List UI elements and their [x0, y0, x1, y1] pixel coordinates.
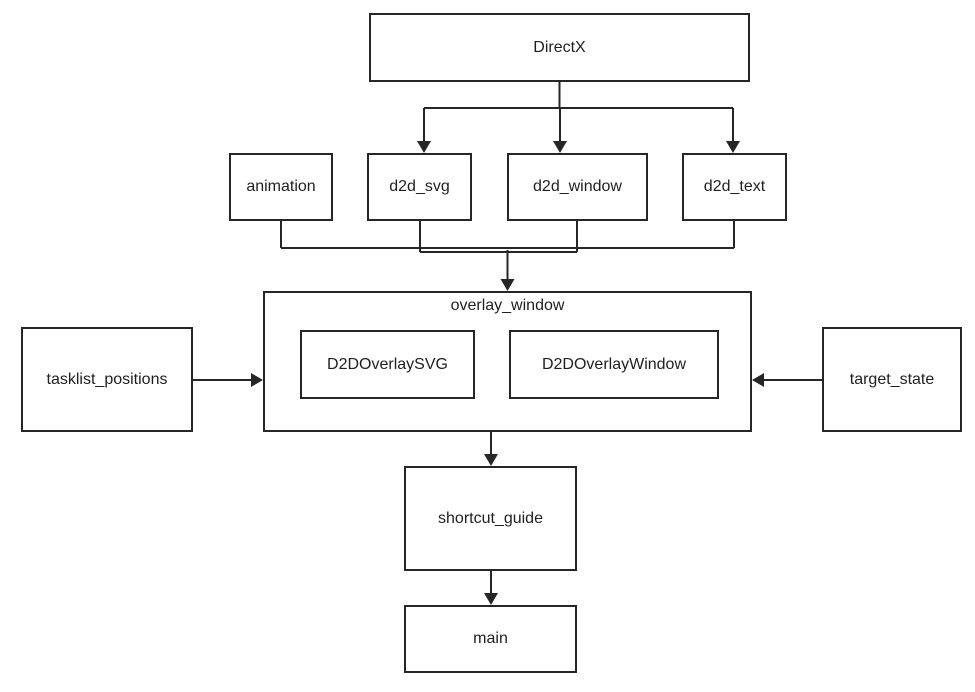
- node-tasklist-positions: tasklist_positions: [21, 327, 193, 432]
- node-d2d-text: d2d_text: [682, 153, 787, 221]
- node-d2d-svg-label: d2d_svg: [389, 178, 450, 196]
- node-d2d-text-label: d2d_text: [703, 178, 766, 196]
- node-target-state-label: target_state: [849, 370, 935, 388]
- node-d2doverlay-window: D2DOverlayWindow: [509, 330, 719, 399]
- edge-directx-fanout: [417, 82, 740, 153]
- edge-merge-bus: [280, 221, 735, 291]
- edge-shortcut-main: [484, 571, 498, 605]
- node-target-state: target_state: [822, 327, 962, 432]
- edge-tasklist-overlay: [193, 373, 263, 387]
- node-shortcut-guide: shortcut_guide: [404, 466, 577, 571]
- node-overlay-window: overlay_window D2DOverlaySVG D2DOverlayW…: [263, 291, 752, 432]
- node-d2d-window-label: d2d_window: [533, 178, 622, 196]
- node-main: main: [404, 605, 577, 673]
- node-d2doverlay-window-label: D2DOverlayWindow: [541, 355, 687, 373]
- node-animation: animation: [229, 153, 333, 221]
- node-d2doverlay-svg: D2DOverlaySVG: [300, 330, 475, 399]
- node-d2doverlay-svg-label: D2DOverlaySVG: [327, 355, 448, 373]
- node-shortcut-guide-label: shortcut_guide: [438, 509, 543, 527]
- edge-target-overlay: [752, 373, 822, 387]
- node-directx-label: DirectX: [533, 38, 586, 56]
- node-directx: DirectX: [369, 13, 750, 82]
- node-main-label: main: [473, 630, 508, 648]
- edge-overlay-shortcut: [484, 432, 498, 466]
- node-tasklist-positions-label: tasklist_positions: [46, 370, 168, 388]
- node-d2d-window: d2d_window: [507, 153, 648, 221]
- node-animation-label: animation: [246, 178, 316, 196]
- node-d2d-svg: d2d_svg: [367, 153, 472, 221]
- node-overlay-window-label: overlay_window: [450, 297, 565, 314]
